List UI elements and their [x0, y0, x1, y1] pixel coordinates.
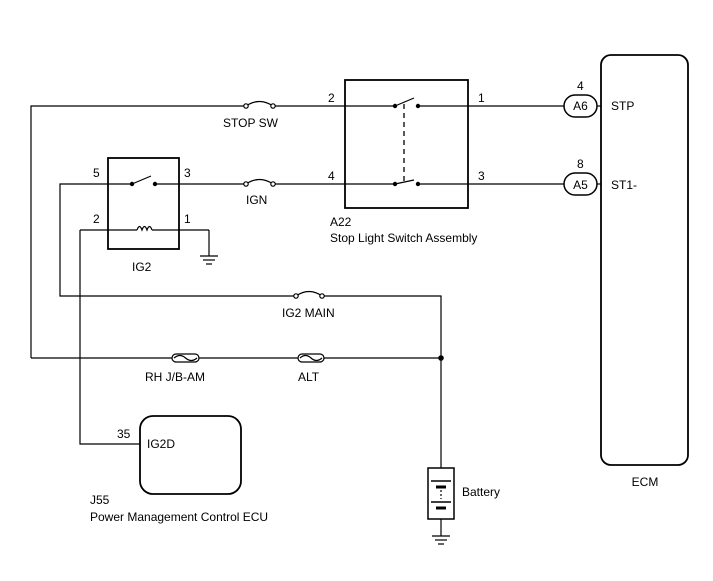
pmc-ecu-label: Power Management Control ECU	[90, 510, 268, 524]
ecm-pin-4: 4	[577, 79, 584, 93]
switch-label: Stop Light Switch Assembly	[330, 231, 477, 245]
relay-pin-5: 5	[93, 166, 100, 180]
relay-label: IG2	[132, 260, 152, 274]
relay-pin-3: 3	[184, 166, 191, 180]
pmc-ecu-box	[139, 415, 242, 495]
pmc-ecu-pin-35: 35	[117, 427, 131, 441]
svg-text:A6: A6	[573, 99, 588, 113]
ig2-relay-box	[107, 157, 180, 250]
fuse-rh-jb-am-label: RH J/B-AM	[145, 370, 205, 384]
battery-icon	[427, 467, 455, 536]
switch-code: A22	[330, 215, 352, 229]
ecm-terminal-stp: STP	[611, 99, 634, 113]
battery-ground-icon	[432, 535, 450, 545]
relay-pin-1: 1	[184, 212, 191, 226]
switch-pin-1: 1	[478, 91, 485, 105]
battery-label: Battery	[462, 485, 500, 499]
svg-text:A5: A5	[573, 178, 588, 192]
ecm-box	[600, 54, 689, 466]
relay-pin-2: 2	[93, 212, 100, 226]
connector-a5: A5	[563, 172, 598, 196]
switch-pin-4: 4	[328, 169, 335, 183]
junction-dot	[438, 355, 444, 361]
fuse-ign-label: IGN	[246, 193, 267, 207]
fuse-ign-icon	[243, 178, 276, 187]
pmc-ecu-code: J55	[90, 493, 110, 507]
stop-switch-contacts	[345, 97, 468, 187]
connector-a6: A6	[563, 94, 598, 118]
relay-ground-icon	[200, 230, 218, 265]
pmc-ecu-terminal: IG2D	[147, 437, 175, 451]
relay-coil-icon	[80, 225, 209, 232]
fuse-rh-jb-am-icon	[171, 353, 200, 363]
ecm-label: ECM	[632, 475, 659, 489]
relay-contacts	[108, 175, 179, 187]
stop-light-switch-box	[344, 79, 469, 209]
fuse-ig2-main-label: IG2 MAIN	[282, 306, 335, 320]
ecm-terminal-st1: ST1-	[611, 178, 637, 192]
fuse-alt-label: ALT	[298, 370, 320, 384]
wires	[30, 105, 601, 468]
fuse-stop-sw-label: STOP SW	[223, 116, 279, 130]
fuse-ig2-main-icon	[293, 290, 325, 299]
switch-pin-3: 3	[478, 169, 485, 183]
fuse-alt-icon	[297, 353, 325, 363]
fuse-stop-sw-icon	[243, 100, 276, 109]
ecm-pin-8: 8	[577, 157, 584, 171]
switch-pin-2: 2	[328, 91, 335, 105]
